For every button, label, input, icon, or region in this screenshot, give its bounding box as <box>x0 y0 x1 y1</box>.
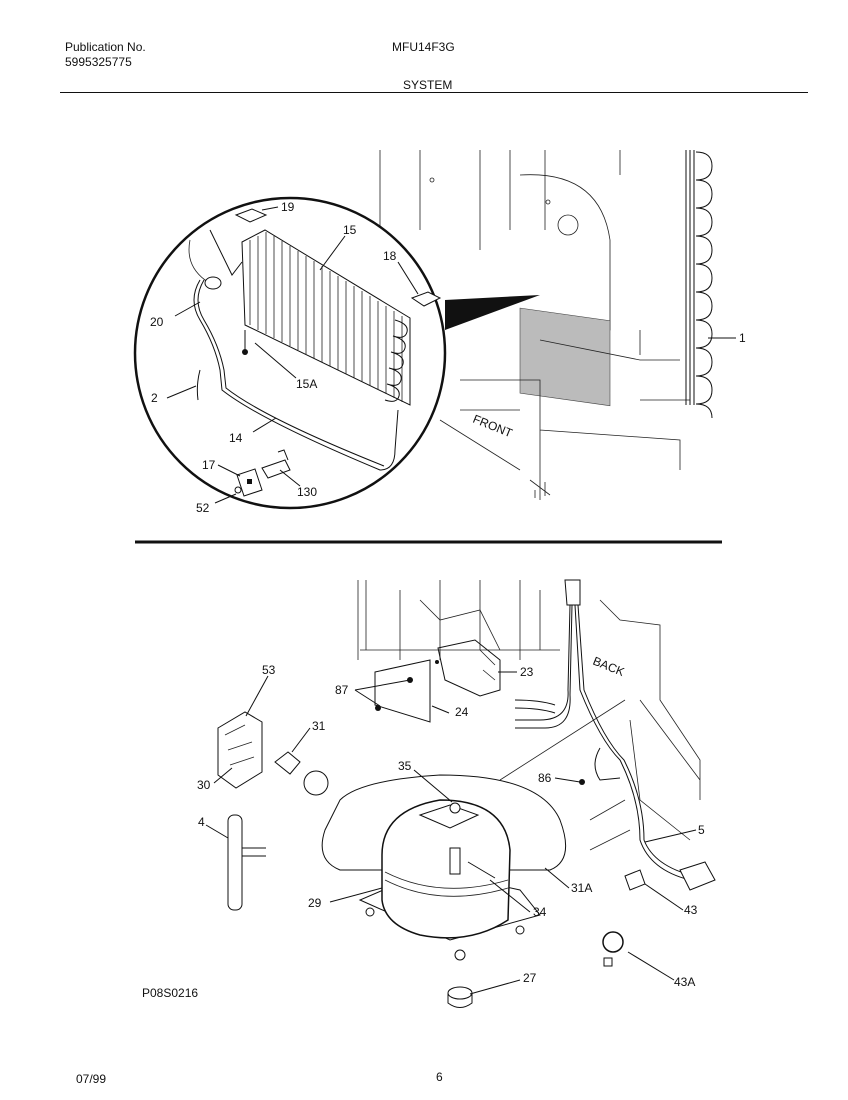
power-plug <box>679 861 716 891</box>
detail-circle <box>133 196 447 510</box>
thermostat-bulb <box>204 276 222 290</box>
label-part-53: 53 <box>262 663 276 677</box>
ground-wire <box>594 747 621 781</box>
label-part-130: 130 <box>297 485 317 499</box>
label-part-15a: 15A <box>296 377 317 391</box>
compressor-29 <box>381 799 511 939</box>
bracket-slot <box>247 479 252 484</box>
evaporator-fins <box>241 229 411 406</box>
machine-compartment-outline <box>357 580 701 851</box>
section-title: SYSTEM <box>403 78 453 92</box>
label-part-15: 15 <box>343 223 357 237</box>
label-part-17: 17 <box>202 458 216 472</box>
model-number: MFU14F3G <box>392 40 455 54</box>
harness-connector <box>564 579 581 606</box>
label-part-4: 4 <box>198 815 205 829</box>
cabinet-outline <box>379 150 690 500</box>
label-part-19: 19 <box>281 200 295 214</box>
label-part-2: 2 <box>151 391 158 405</box>
leader-lines-top <box>166 206 736 504</box>
mount-grommet <box>454 949 466 961</box>
leader-lines-bottom <box>205 671 697 995</box>
publication-label: Publication No. <box>65 40 146 54</box>
bracket-23 <box>437 639 501 697</box>
relay-cover-53 <box>217 711 263 789</box>
part-2-clip <box>196 369 201 401</box>
insulation-pad-19 <box>234 208 268 223</box>
screw-52 <box>234 486 242 494</box>
label-part-5: 5 <box>698 823 705 837</box>
condenser-screen-area <box>519 307 611 407</box>
filter-drier-4 <box>227 814 243 911</box>
suction-line-tube <box>193 279 399 471</box>
label-part-29: 29 <box>308 896 322 910</box>
screw-hole <box>435 660 439 664</box>
overload-31 <box>274 751 301 775</box>
label-part-34: 34 <box>533 905 547 919</box>
label-part-86: 86 <box>538 771 552 785</box>
label-part-14: 14 <box>229 431 243 445</box>
label-part-31: 31 <box>312 719 326 733</box>
label-part-30: 30 <box>197 778 211 792</box>
relay-30 <box>303 770 329 796</box>
clamp-screw <box>603 957 613 967</box>
insulation-pad-18 <box>410 291 442 307</box>
capillary-tube <box>197 279 385 467</box>
label-part-27: 27 <box>523 971 537 985</box>
publication-number: 5995325775 <box>65 55 132 69</box>
page-number: 6 <box>436 1070 443 1084</box>
label-part-43a: 43A <box>674 975 695 989</box>
label-part-87: 87 <box>335 683 349 697</box>
grommet-27 <box>447 986 473 1000</box>
screw-86 <box>579 779 585 785</box>
process-tube <box>449 847 461 875</box>
back-condenser-coil <box>685 150 713 419</box>
screw-87b <box>375 705 381 711</box>
drawing-code: P08S0216 <box>142 986 198 1000</box>
label-part-31a: 31A <box>571 881 592 895</box>
header-rule <box>60 92 808 93</box>
clip-43 <box>624 869 646 891</box>
lead-terminal <box>242 349 248 355</box>
retainer-130 <box>261 459 291 479</box>
compressor-top-plate <box>418 804 480 829</box>
label-part-18: 18 <box>383 249 397 263</box>
detail-pointer <box>445 295 540 330</box>
wire-lead <box>209 229 243 276</box>
label-part-52: 52 <box>196 501 210 515</box>
label-part-35: 35 <box>398 759 412 773</box>
label-part-23: 23 <box>520 665 534 679</box>
label-part-43: 43 <box>684 903 698 917</box>
grommet-35 <box>449 802 461 814</box>
label-part-20: 20 <box>150 315 164 329</box>
retainer-tab <box>277 449 289 461</box>
harness-wires <box>514 699 556 714</box>
label-part-24: 24 <box>455 705 469 719</box>
label-back: BACK <box>591 654 627 679</box>
label-part-1: 1 <box>739 331 746 345</box>
mounting-plate-24 <box>374 659 431 723</box>
wiring-harness <box>515 604 695 881</box>
clamp-43a <box>602 931 624 953</box>
sensor-wire <box>188 239 216 283</box>
footer-date: 07/99 <box>76 1072 107 1086</box>
label-front: FRONT <box>471 412 515 441</box>
